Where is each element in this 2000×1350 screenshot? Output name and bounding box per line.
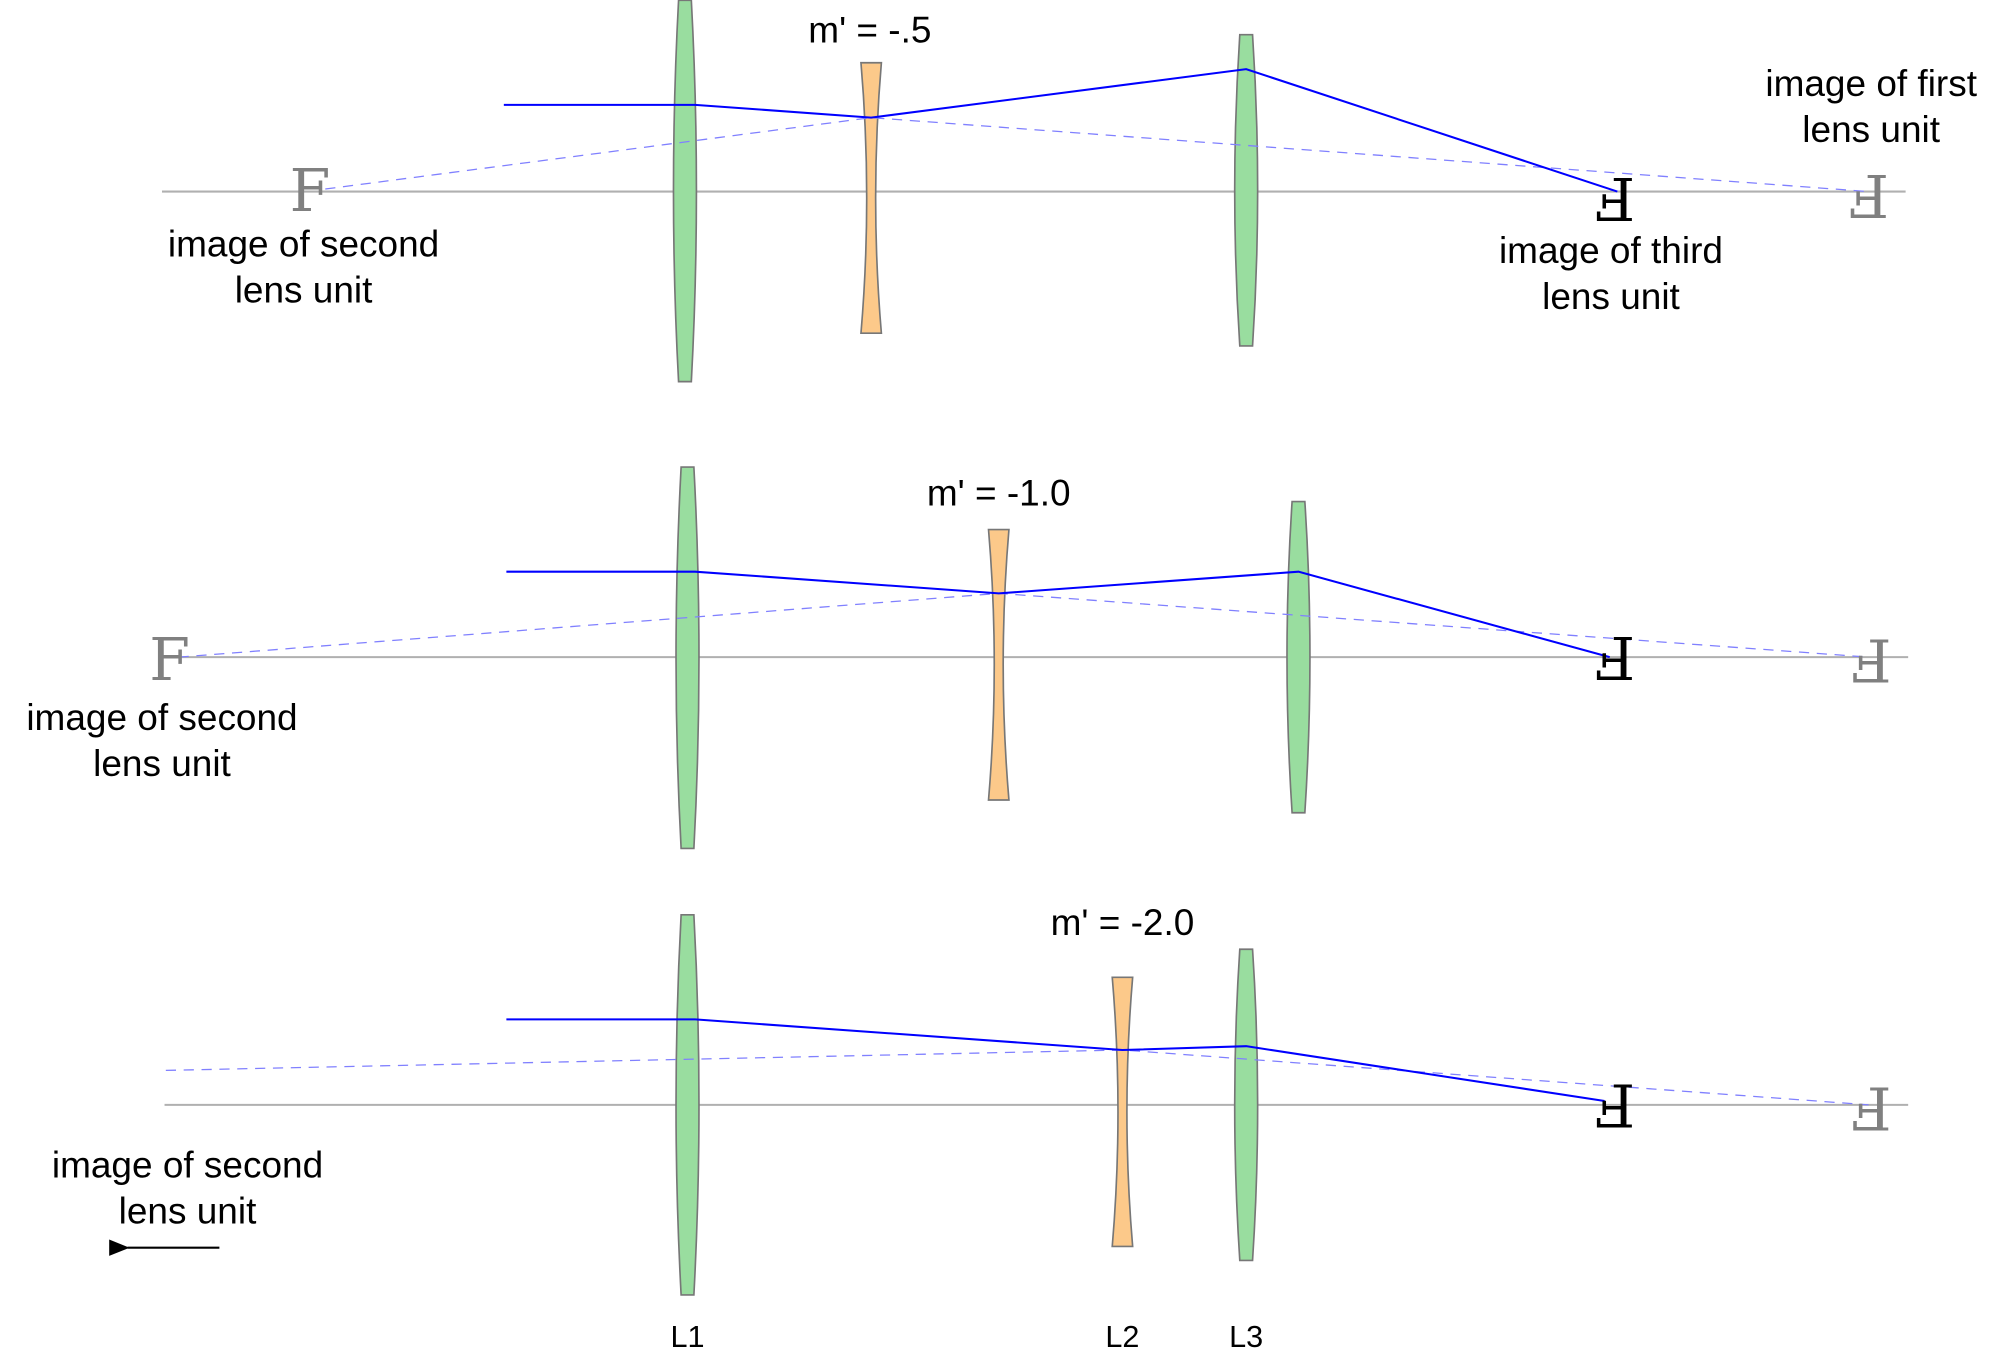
image-second-label-1b: lens unit (235, 270, 373, 311)
focal-image-third-3: F (1594, 1071, 1635, 1139)
lens-label-l2: L2 (1105, 1320, 1139, 1350)
virtual-ray-1 (325, 116, 1869, 193)
image-second-label-3a: image of second (52, 1145, 323, 1186)
focal-image-third-2: F (1594, 623, 1635, 691)
image-third-label-a: image of third (1499, 230, 1723, 271)
lens-l1-panel-3 (675, 913, 700, 1296)
image-second-label-3b: lens unit (119, 1190, 257, 1231)
magnification-label-2: m' = -1.0 (927, 472, 1071, 513)
magnification-label-1: m' = -.5 (808, 9, 931, 50)
lens-label-l1: L1 (670, 1320, 704, 1350)
lens-l3-panel-3 (1233, 948, 1259, 1262)
lens-l3-panel-2 (1286, 500, 1311, 814)
focal-image-first-3: F (1851, 1073, 1892, 1141)
image-first-label-b: lens unit (1802, 109, 1940, 150)
magnification-label-3: m' = -2.0 (1051, 902, 1195, 943)
marginal-ray-3 (506, 1018, 1605, 1103)
focal-image-third-1: F (1594, 164, 1635, 232)
focal-point-object-2: F (149, 626, 190, 694)
marginal-ray-1 (503, 68, 1618, 193)
image-second-label-2a: image of second (26, 697, 297, 738)
lens-label-l3: L3 (1229, 1320, 1263, 1350)
focal-image-first-2: F (1851, 626, 1892, 694)
image-second-label-2b: lens unit (93, 743, 231, 784)
lens-l2-panel-3 (1111, 976, 1134, 1248)
lens-l1-panel-2 (675, 466, 700, 850)
focal-image-first-1: F (1848, 161, 1889, 229)
image-first-label-a: image of first (1765, 63, 1977, 104)
image-third-label-b: lens unit (1542, 276, 1680, 317)
focal-point-object-1: F (290, 157, 331, 225)
lens-l3-panel-1 (1233, 33, 1259, 347)
lens-l2-panel-1 (860, 61, 883, 334)
lens-l1-panel-1 (672, 0, 698, 383)
image-second-label-1a: image of second (168, 224, 439, 265)
marginal-ray-2 (506, 570, 1610, 659)
lens-l2-panel-2 (987, 528, 1010, 801)
virtual-ray-3 (165, 1049, 1869, 1106)
